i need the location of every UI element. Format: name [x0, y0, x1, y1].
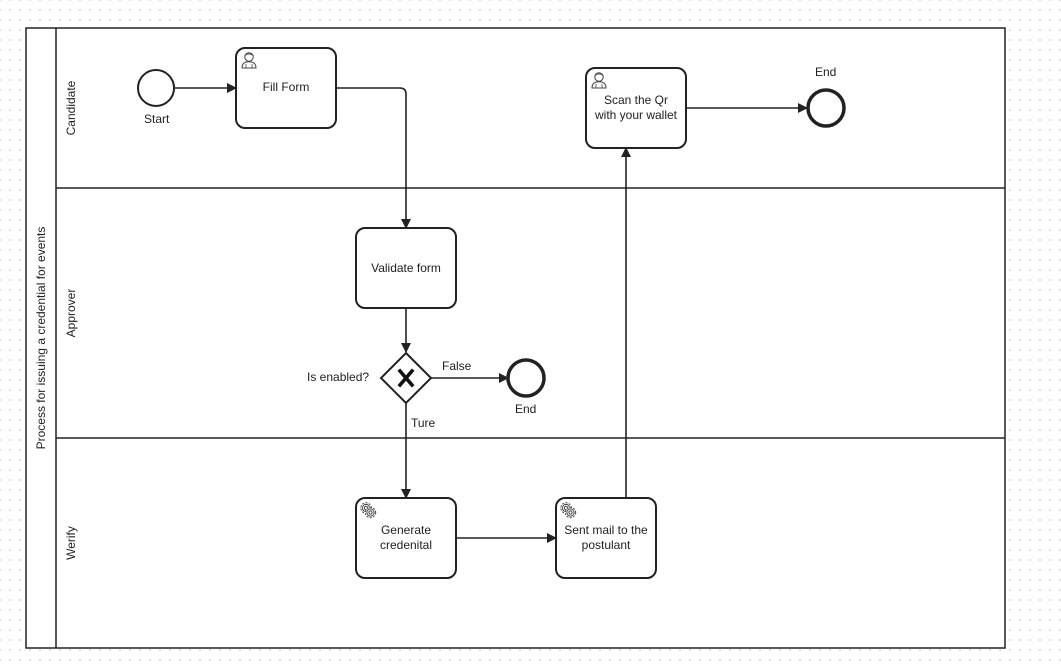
flow-fill-to-validate[interactable]	[336, 87, 411, 229]
user-icon	[589, 70, 609, 90]
end-event-candidate[interactable]	[806, 88, 846, 128]
task-fill-form[interactable]	[235, 47, 337, 129]
task-validate-form[interactable]	[355, 227, 457, 309]
task-sent-mail[interactable]	[555, 497, 657, 579]
task-scan-qr[interactable]	[585, 67, 687, 149]
task-generate-credential[interactable]	[355, 497, 457, 579]
end-event-approver[interactable]	[506, 358, 546, 398]
user-icon	[239, 50, 259, 70]
pool[interactable]	[25, 27, 1006, 649]
x-icon	[397, 368, 415, 388]
start-event[interactable]	[137, 69, 175, 107]
